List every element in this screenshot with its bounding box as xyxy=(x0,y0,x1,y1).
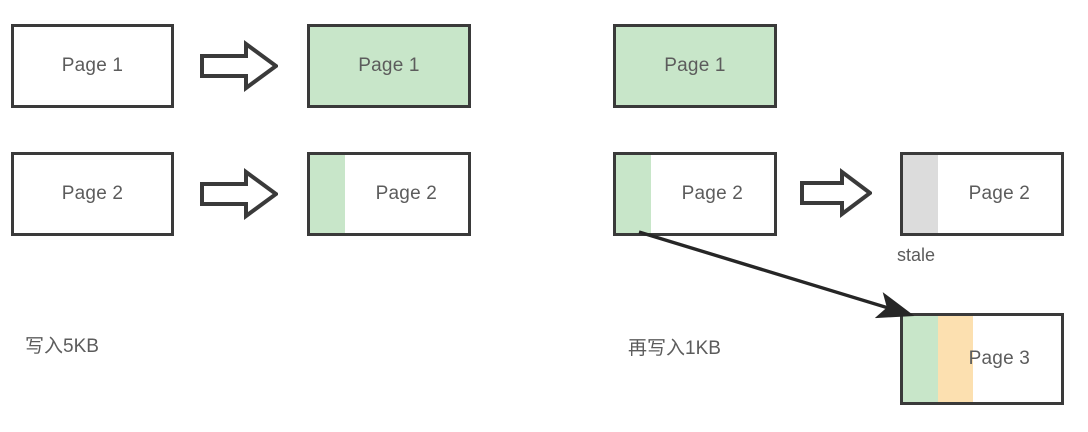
left-group-caption: 写入5KB xyxy=(25,336,99,357)
right-block-arrow-icon xyxy=(200,168,278,220)
right-before-page2-label: Page 2 xyxy=(681,183,744,204)
left-before-page2-label: Page 2 xyxy=(61,183,124,204)
right-block-arrow-icon xyxy=(800,168,872,218)
left-after-page1-box: Page 1 xyxy=(307,24,471,108)
right-group-caption: 再写入1KB xyxy=(628,338,721,359)
right-after-page2-stale-box: Page 2 xyxy=(900,152,1064,236)
left-before-page1-label: Page 1 xyxy=(61,55,124,76)
left-before-page2-box: Page 2 xyxy=(11,152,174,236)
right-after-page2-label: Page 2 xyxy=(968,183,1031,204)
left-before-page1-box: Page 1 xyxy=(11,24,174,108)
right-after-page3-box: Page 3 xyxy=(900,313,1064,405)
left-after-page1-label: Page 1 xyxy=(358,55,420,76)
right-after-page2-gray-fill xyxy=(903,155,938,233)
right-block-arrow-icon xyxy=(200,40,278,92)
left-after-page2-box: Page 2 xyxy=(307,152,471,236)
left-after-page2-label: Page 2 xyxy=(375,183,438,204)
stale-note: stale xyxy=(897,245,936,265)
right-before-page2-box: Page 2 xyxy=(613,152,777,236)
right-before-page1-box: Page 1 xyxy=(613,24,777,108)
right-before-page1-label: Page 1 xyxy=(664,55,726,76)
right-before-page2-green-fill xyxy=(616,155,651,233)
left-after-page2-green-fill xyxy=(310,155,345,233)
right-after-page3-label: Page 3 xyxy=(968,348,1031,369)
right-after-page3-green-fill xyxy=(903,316,938,402)
